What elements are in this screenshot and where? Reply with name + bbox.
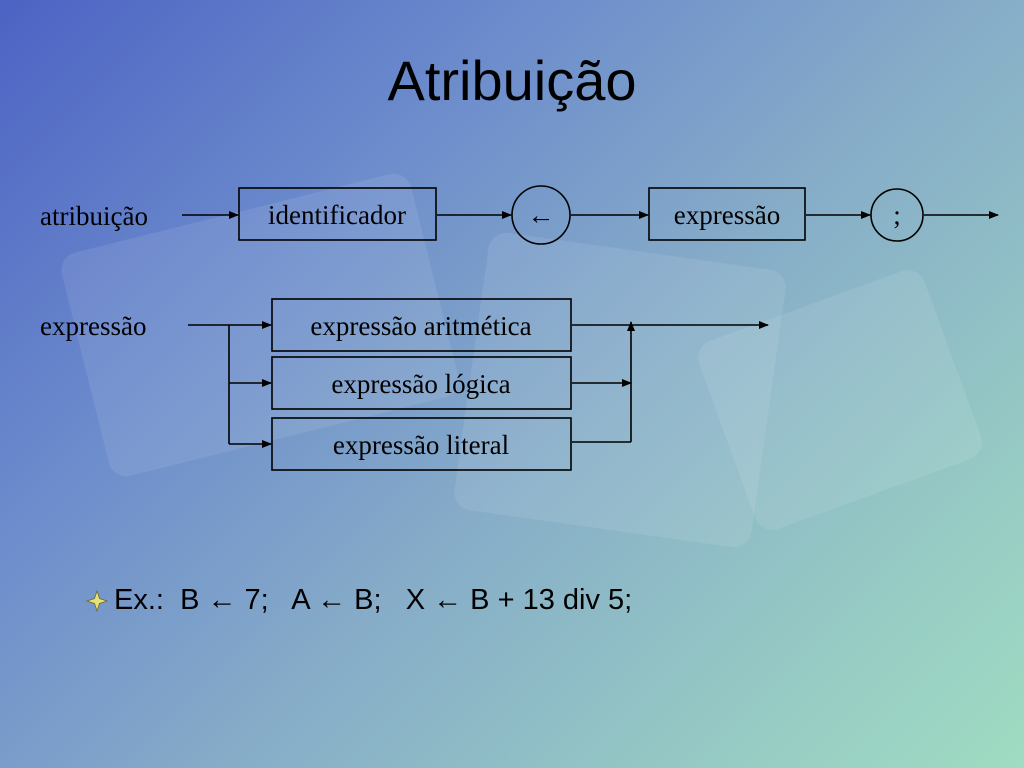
literal-expression-box (271, 417, 572, 471)
assignment-label: atribuição (40, 201, 148, 231)
literal-expression-label: expressão literal (333, 430, 509, 460)
semicolon-symbol: ; (893, 200, 901, 230)
example-text: Ex.: B ← 7; A ← B; X ← B + 13 div 5; (114, 584, 633, 616)
identifier-label: identificador (268, 200, 406, 230)
example-line: Ex.: B ← 7; A ← B; X ← B + 13 div 5; (86, 584, 632, 617)
logical-expression-label: expressão lógica (331, 369, 510, 399)
assign-arrow-symbol: ← (528, 200, 555, 230)
expression-label: expressão (674, 200, 780, 230)
expression-box (648, 187, 806, 241)
expression-start-label: expressão (40, 311, 146, 341)
four-point-star-icon (86, 589, 108, 612)
slide-title: Atribuição (387, 49, 637, 112)
identifier-box (238, 187, 437, 241)
arithmetic-expression-box (271, 298, 572, 352)
arithmetic-expression-label: expressão aritmética (310, 311, 531, 341)
assign-circle (511, 185, 571, 245)
terminator-circle (870, 188, 924, 242)
logical-expression-box (271, 356, 572, 410)
